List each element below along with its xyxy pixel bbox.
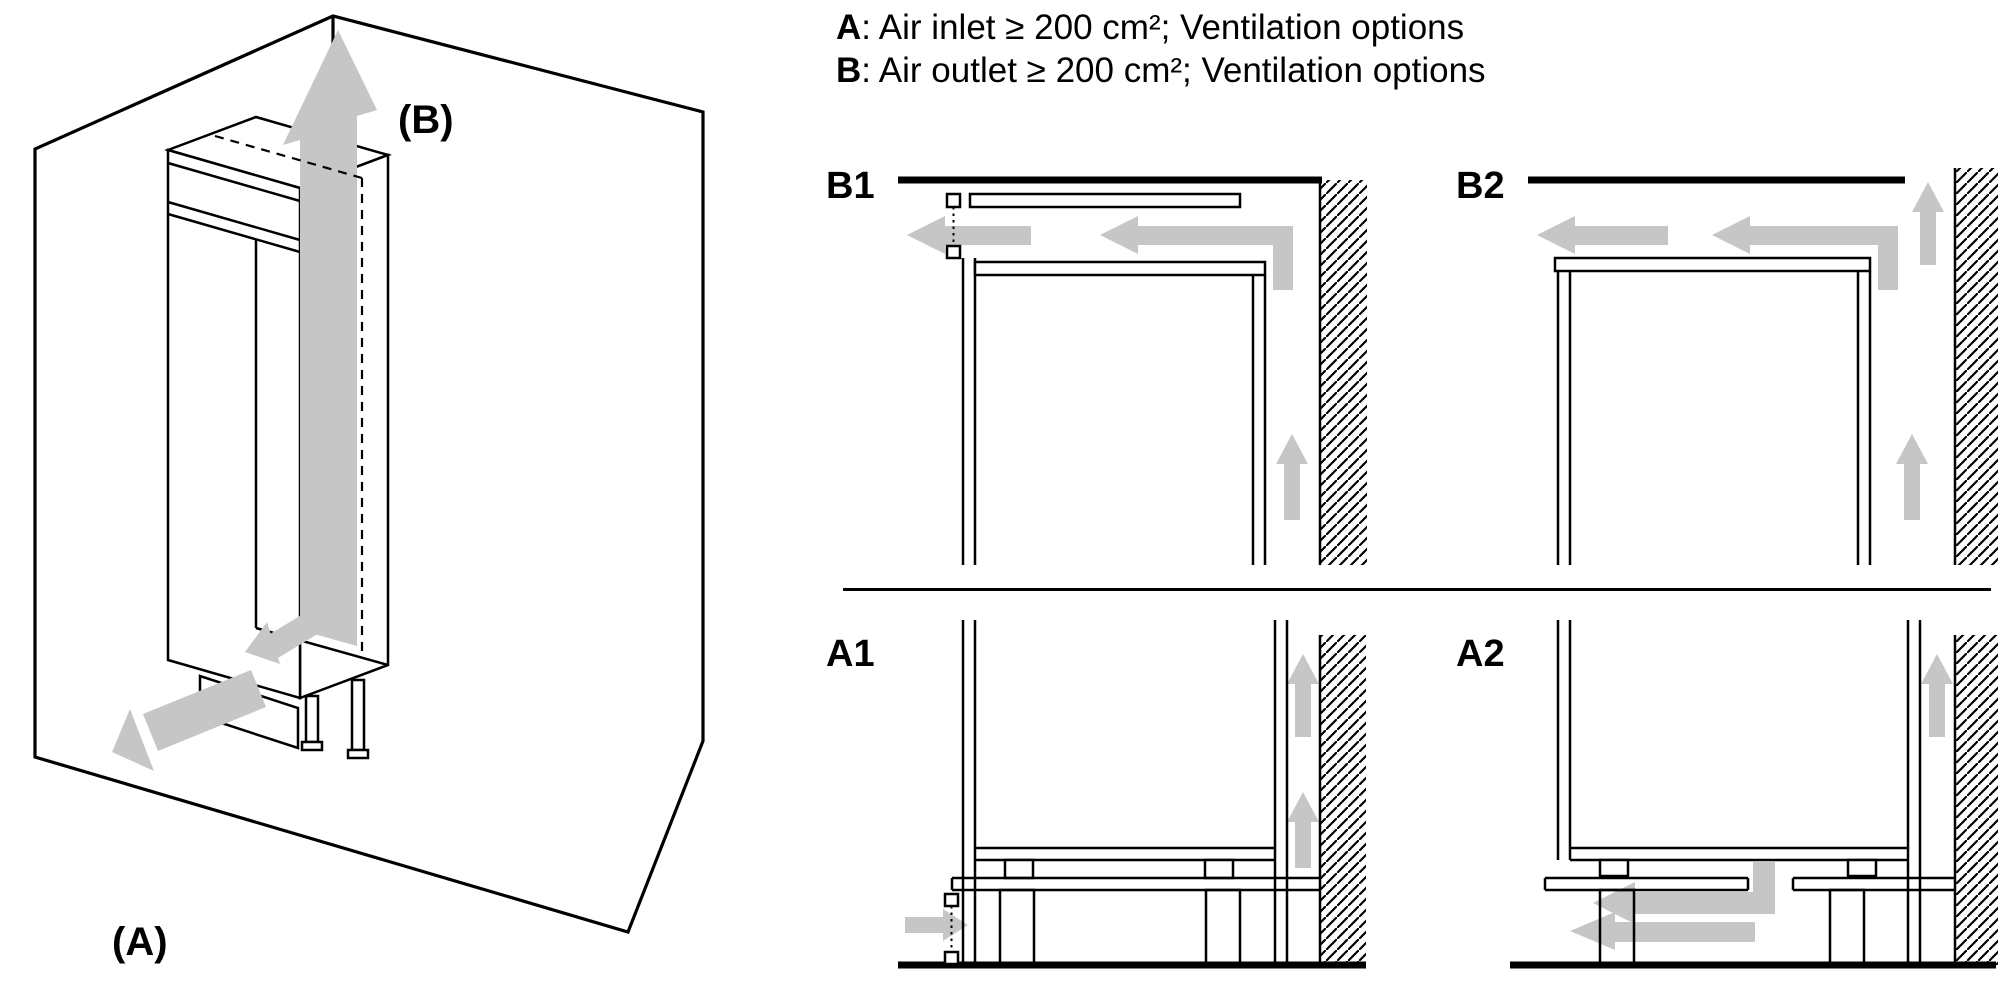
air-inlet-out-arrow-head	[112, 709, 154, 771]
a1-foot-left	[1003, 858, 1035, 880]
legend-text-a: : Air inlet ≥ 200 cm²; Ventilation optio…	[861, 8, 1465, 47]
b2-up-arrow-head	[1896, 434, 1928, 464]
air-inlet-elbow-arrow-head	[245, 622, 280, 664]
a2-foot-right	[1846, 858, 1878, 878]
b1-appliance-top	[973, 260, 1267, 277]
a1-vent-grille	[943, 892, 960, 966]
air-inlet-out-arrow-shaft	[143, 670, 266, 751]
a2-out-arrow-head	[1570, 912, 1615, 950]
a2-appliance-bottom	[1570, 846, 1908, 862]
legend-line-a: A: Air inlet ≥ 200 cm²; Ventilation opti…	[836, 6, 1486, 49]
b2-left-arrow-head	[1537, 216, 1575, 254]
b1-wall-hatching	[1320, 180, 1367, 565]
label-b: (B)	[398, 98, 454, 142]
b1-bent-arrow-head	[1100, 216, 1138, 254]
a2-plinth-deck	[1543, 876, 1955, 892]
a2-appliance-right-side	[1906, 620, 1922, 965]
b1-furniture-front-side	[961, 258, 977, 565]
divider-line	[843, 588, 1991, 591]
cabinet-front-opening	[166, 148, 302, 700]
a2-plinth-leg-right	[1828, 888, 1866, 967]
panel-a2-label: A2	[1456, 633, 1505, 675]
b1-left-arrow-head	[907, 216, 945, 254]
a2-appliance-left-side	[1556, 620, 1572, 860]
panel-b2: B2	[1456, 165, 1998, 565]
panel-a1: A1	[826, 620, 1366, 969]
a2-wall-hatching	[1955, 635, 1998, 965]
a2-airflow-arrows	[1570, 654, 1953, 950]
panel-a2: A2	[1456, 620, 1998, 969]
a1-foot-right	[1203, 858, 1235, 880]
b1-up-arrow-head	[1276, 434, 1308, 464]
air-outlet-up-arrow	[283, 30, 377, 646]
leg-front-foot	[300, 740, 324, 752]
leg-back-foot	[346, 748, 370, 760]
a1-inlet-right-arrow-head	[943, 909, 968, 941]
b2-ceiling-gap-up-arrow-head	[1912, 182, 1944, 212]
airflow-arrows	[112, 30, 377, 771]
leg-front	[304, 694, 320, 744]
a1-appliance-right-side	[1273, 620, 1289, 965]
legend-line-b: B: Air outlet ≥ 200 cm²; Ventilation opt…	[836, 49, 1486, 92]
legend-key-b: B	[836, 51, 862, 90]
air-inlet-elbow-arrow-bend	[270, 594, 344, 658]
b1-airflow-arrows	[907, 216, 1308, 520]
shelf-edge-bottom	[167, 212, 301, 254]
shelf-edge-top	[167, 200, 301, 242]
b1-furniture-top-panel	[968, 192, 1242, 209]
a1-plinth-deck	[950, 876, 1320, 892]
b1-appliance-right-side	[1251, 275, 1267, 565]
isometric-installation-drawing: (B) (A)	[33, 14, 705, 964]
a2-top-up-arrow-head	[1921, 654, 1953, 684]
label-a: (A)	[112, 920, 168, 964]
a1-plinth-leg-left	[998, 888, 1036, 967]
a1-appliance-bottom	[975, 846, 1275, 862]
panel-b1: B1	[826, 165, 1367, 565]
a2-plinth-leg-left	[1598, 888, 1636, 967]
a1-furniture-front-side	[961, 620, 977, 965]
a2-bent-arrow-head	[1593, 882, 1635, 924]
a1-top-up-arrow-head	[1287, 654, 1319, 684]
b2-bent-arrow-head	[1712, 216, 1750, 254]
b2-appliance-left-side	[1556, 271, 1572, 565]
a2-foot-left	[1598, 858, 1630, 878]
b2-appliance-top	[1553, 256, 1872, 273]
a1-wall-hatching	[1320, 635, 1366, 965]
a1-mid-up-arrow-head	[1287, 792, 1319, 822]
b2-wall-hatching	[1955, 168, 1998, 565]
legend-text-b: : Air outlet ≥ 200 cm²; Ventilation opti…	[861, 51, 1486, 90]
top-panel-edge	[167, 161, 301, 203]
b2-airflow-arrows	[1537, 182, 1944, 520]
a1-airflow-arrows	[905, 654, 1319, 941]
leg-back	[350, 678, 366, 752]
b2-appliance-right-side	[1856, 271, 1872, 565]
panel-a1-label: A1	[826, 633, 875, 675]
panel-b1-label: B1	[826, 165, 875, 207]
b1-vent-grille	[945, 192, 962, 260]
legend-key-a: A	[836, 8, 862, 47]
a1-plinth-leg-right	[1204, 888, 1242, 967]
legend: A: Air inlet ≥ 200 cm²; Ventilation opti…	[836, 6, 1486, 92]
panel-b2-label: B2	[1456, 165, 1505, 207]
